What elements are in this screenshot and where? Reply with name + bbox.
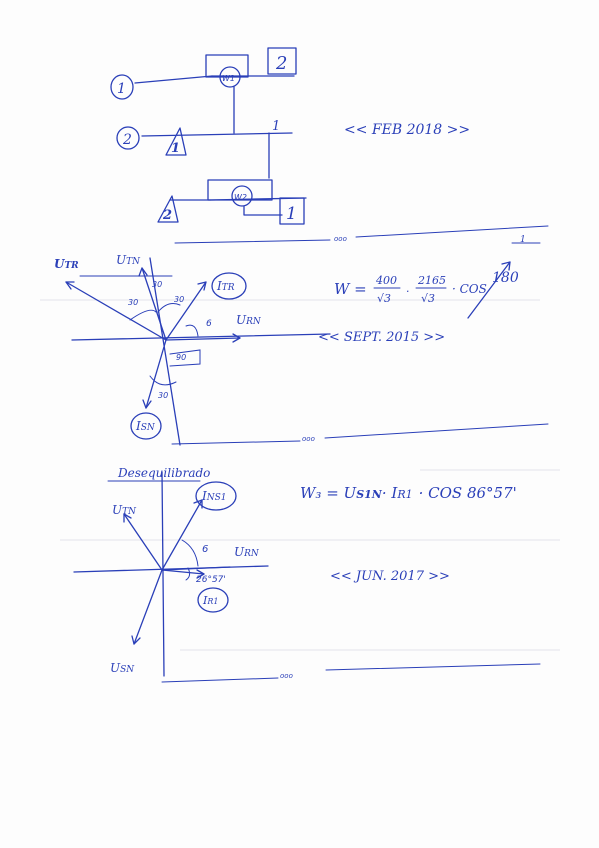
box-2-label: 2 bbox=[275, 53, 287, 74]
separator-ooo-2: ooo bbox=[302, 435, 315, 443]
wattmeter-1-label: W1 bbox=[222, 74, 235, 83]
date-sept-2015: << SEPT. 2015 >> bbox=[318, 330, 445, 345]
separator-ooo-1: ooo bbox=[334, 235, 347, 243]
date-feb-2018: << FEB 2018 >> bbox=[344, 122, 470, 138]
u-tn-label-2: UTN bbox=[112, 503, 137, 517]
box-1 bbox=[279, 197, 305, 225]
i-sn-label: ISN bbox=[135, 419, 156, 433]
angle-label-6b: 6 bbox=[202, 544, 208, 555]
section-3-title: Desequilibrado bbox=[117, 466, 210, 480]
formula-den-2: √3 bbox=[421, 292, 435, 305]
u-tn-label: UTN bbox=[116, 253, 141, 267]
angle-label-26: 26°57' bbox=[196, 575, 226, 585]
triangle-1-label: 1 bbox=[171, 141, 180, 156]
angle-label-6: 6 bbox=[206, 319, 212, 329]
u-tr-label: UTR bbox=[54, 257, 79, 271]
i-ns1-label: INS1 bbox=[201, 489, 227, 503]
formula-num-1: 400 bbox=[375, 274, 397, 287]
formula-angle: 180 bbox=[492, 270, 519, 286]
separator-mark: 1 bbox=[520, 235, 526, 245]
angle-label-a: 30 bbox=[128, 298, 138, 307]
formula-num-2: 2165 bbox=[417, 274, 446, 287]
box-1-label: 1 bbox=[286, 204, 297, 224]
i-tr-label: ITR bbox=[216, 279, 235, 293]
separator-ooo-3: ooo bbox=[280, 672, 293, 680]
formula-w3: W₃ = US1N· IR1· COS 86°57' bbox=[300, 484, 517, 502]
wattmeter-1-circle bbox=[219, 66, 241, 88]
wattmeter-2-circle bbox=[231, 185, 253, 207]
bus-mark: 1 bbox=[272, 119, 280, 134]
i-r1-circle bbox=[197, 587, 229, 613]
i-tr-circle bbox=[211, 272, 247, 300]
i-sn-circle bbox=[130, 412, 162, 440]
wattmeter-2-coil bbox=[207, 179, 273, 201]
angle-label-90: 90 bbox=[176, 353, 186, 362]
triangle-2 bbox=[157, 195, 179, 223]
u-rn-label-2: URN bbox=[234, 545, 260, 559]
node-1-label: 1 bbox=[117, 81, 126, 97]
triangle-1 bbox=[165, 127, 187, 156]
i-ns1-circle bbox=[195, 481, 237, 511]
svg-text:·: · bbox=[406, 285, 410, 298]
triangle-2-label: 2 bbox=[162, 208, 172, 223]
bleed-through bbox=[40, 299, 560, 651]
node-2-circle bbox=[116, 126, 140, 150]
wattmeter-2-label: W2 bbox=[234, 193, 247, 202]
circuit-diagram: 1 W1 2 2 1 1 W2 2 1 << FEB 2018 >> bbox=[110, 47, 549, 245]
u-sn-label: USN bbox=[110, 661, 135, 675]
angle-label-d: 30 bbox=[158, 391, 168, 400]
phasor-diagram-1: UTR UTN ITR URN ISN 30 30 30 6 90 30 W =… bbox=[54, 253, 549, 446]
u-rn-label: URN bbox=[236, 313, 262, 327]
formula-w: W = bbox=[334, 280, 367, 298]
angle-label-b: 30 bbox=[152, 280, 162, 289]
date-jun-2017: << JUN. 2017 >> bbox=[330, 569, 450, 584]
phasor-diagram-2: Desequilibrado UTN INS1 URN 6 26°57' IR1… bbox=[73, 466, 541, 683]
formula-cos: · COS bbox=[452, 282, 487, 296]
formula-den-1: √3 bbox=[377, 292, 391, 305]
i-r1-label: IR1 bbox=[202, 594, 218, 607]
box-2 bbox=[267, 47, 297, 75]
node-2-label: 2 bbox=[122, 132, 132, 148]
angle-label-c: 30 bbox=[174, 295, 184, 304]
wattmeter-1-coil bbox=[205, 54, 249, 78]
node-1-circle bbox=[110, 74, 134, 100]
